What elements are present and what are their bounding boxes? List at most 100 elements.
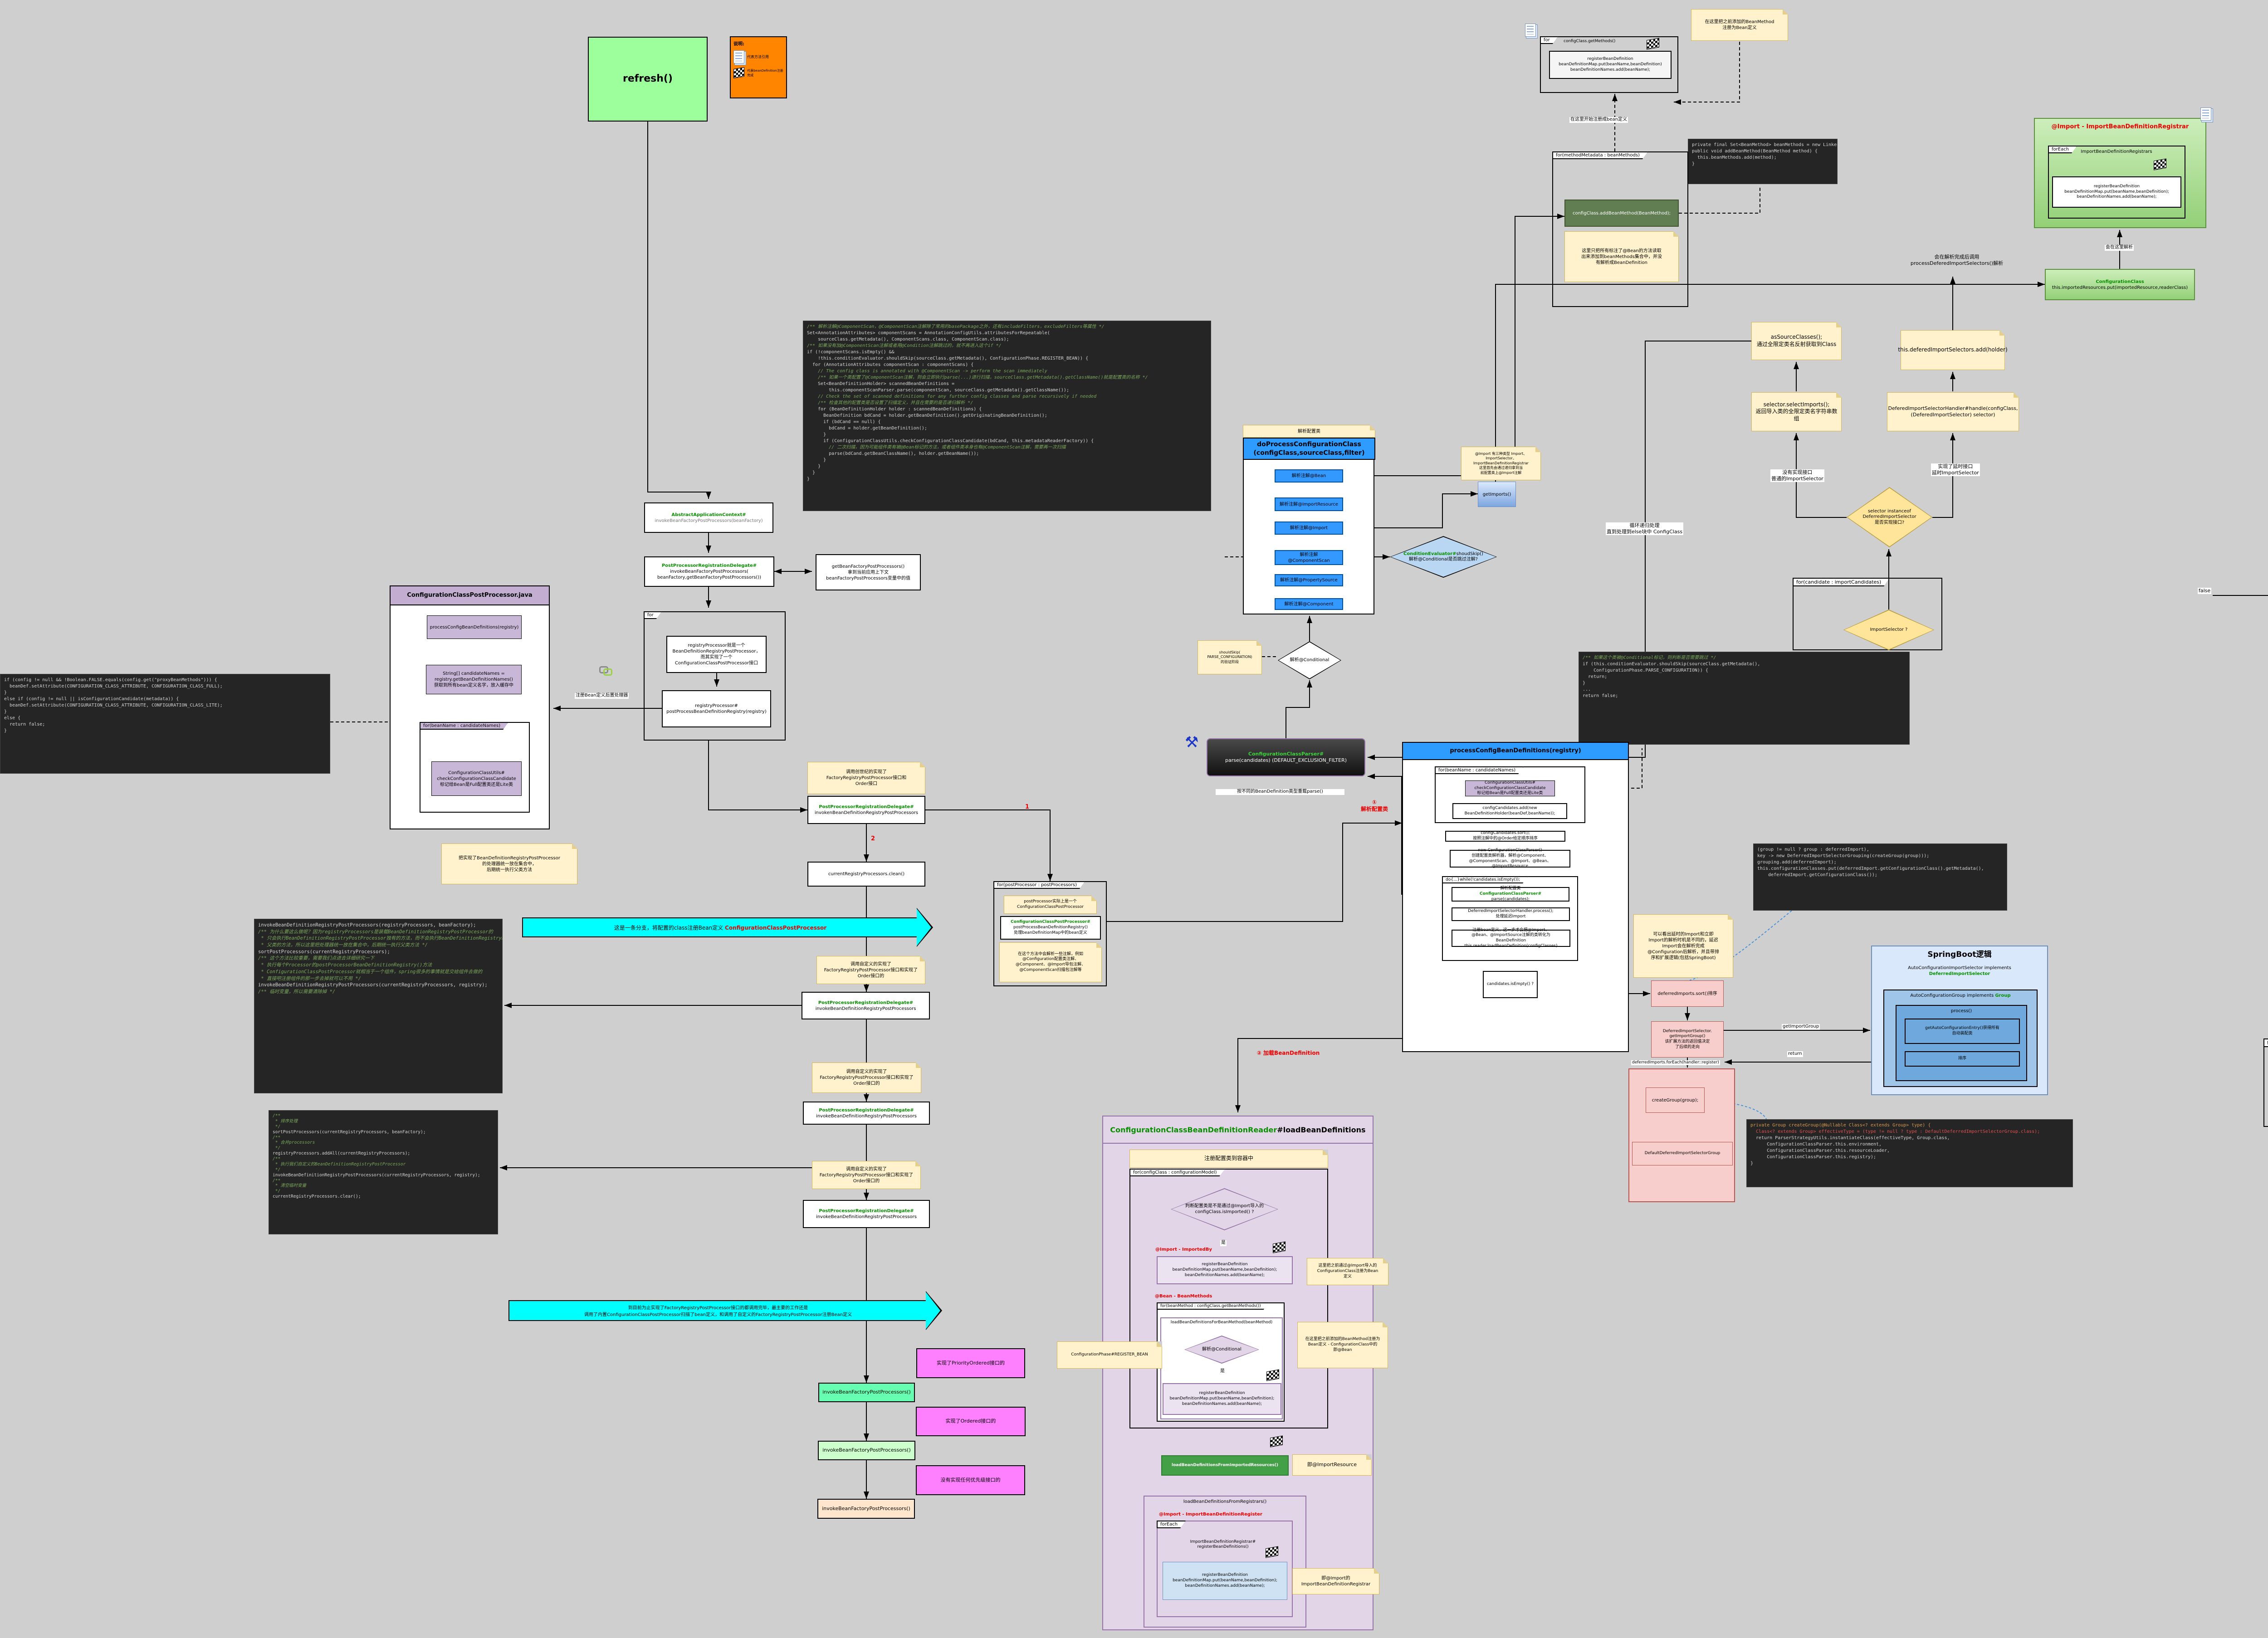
legend[interactable]: 说明: 代表方法引用 代表beanDefinition注册完成 — [730, 36, 787, 98]
load-from-imported-resources-node[interactable]: loadBeanDefinitionsFromImportedResources… — [1161, 1455, 1289, 1476]
parse-component-node[interactable]: 解析注解@Component — [1275, 598, 1343, 610]
reader-register-bean-node[interactable]: registerBeanDefinition beanDefinitionMap… — [1163, 1383, 1281, 1415]
procbd-check-node[interactable]: ConfigurationClassUtils# checkConfigurat… — [1465, 780, 1555, 796]
load-from-registrars-label: loadBeanDefinitionsFromRegistrars() — [1183, 1499, 1267, 1504]
load-from-registrars-group[interactable]: loadBeanDefinitionsFromRegistrars() — [1144, 1496, 1306, 1628]
condition-evaluator-diamond[interactable]: ConditionEvaluator#shoudSkip() 解析@Condit… — [1390, 536, 1497, 578]
procbd-sort-node[interactable]: configCandidates.sort(); 按照注解中的@Order给定顺… — [1445, 831, 1565, 842]
register-bean-phase-note: ConfigurationPhase#REGISTER_BEAN — [1057, 1341, 1162, 1369]
custom-note-3[interactable]: 调用自定义的实现了 FactoryRegistryPostProcessor接口… — [812, 1161, 921, 1189]
getimportgroup-node[interactable]: DeferredImportSelector. getImportGroup()… — [1651, 1021, 1724, 1058]
registrar-register-bd-node-2[interactable]: registerBeanDefinition beanDefinitionMap… — [1163, 1562, 1287, 1600]
postprocessor-note[interactable]: postProcessor实际上是一个 ConfigurationClassPo… — [1004, 896, 1097, 914]
import-types-note[interactable]: @Import 有三种类型 Import、 ImportSelector、 Im… — [1461, 447, 1541, 480]
for-methodmetadata-tab: for(methodMetadata : beanMethods) — [1552, 151, 1648, 159]
sort-bar-node[interactable]: 排序 — [1905, 1051, 2020, 1067]
refresh-node[interactable]: refresh() — [588, 37, 708, 122]
check-candidate-node[interactable]: ConfigurationClassUtils# checkConfigurat… — [431, 761, 522, 796]
parse-importresource-node[interactable]: 解析注解@ImportResource — [1275, 497, 1343, 511]
for-importcandidates-group[interactable]: for(candidate : importCandidates) — [1793, 578, 1942, 650]
shouldskip-note[interactable]: shouldSkip( PARSE_CONFIGURATION) 的验证阶段 — [1198, 640, 1262, 674]
reader-for1-tab: for(configClass : configurationModel) — [1129, 1169, 1225, 1176]
for-getmethods-group[interactable]: for configClass.getMethods() — [1540, 36, 1678, 93]
procbd-add-node[interactable]: configCandidates.add(new BeanDefinitionH… — [1452, 803, 1567, 819]
process-box[interactable]: process() getAutoConfigurationEntry()获得所… — [1896, 1005, 2027, 1081]
pprd4-node[interactable]: PostProcessorRegistrationDelegate#invoke… — [803, 1200, 930, 1228]
post-process-bdr-node[interactable]: registryProcessor# postProcessBeanDefini… — [662, 690, 771, 727]
abstract-application-context-node[interactable]: AbstractApplicationContext#invokeBeanFac… — [644, 502, 773, 533]
procbd-deferred-node[interactable]: DeferredImportSelectorHandler.process();… — [1452, 907, 1570, 921]
grouping-code[interactable]: (group != null ? group : deferredImport)… — [1753, 843, 2007, 911]
getimports-node[interactable]: getImports() — [1478, 482, 1516, 507]
assourceclasses-node[interactable]: asSourceClasses(); 通过全限定类名反射获取到Class — [1751, 322, 1842, 360]
default-group-node[interactable]: DefaultDeferredImportSelectorGroup — [1632, 1142, 1733, 1165]
ccpp-postprocess-node[interactable]: ConfigurationClassPostProcessor#postProc… — [1000, 916, 1101, 940]
conditional-diamond[interactable]: 解析@Conditional — [1278, 641, 1341, 679]
why-code[interactable]: invokeBeanDefinitionRegistryPostProcesso… — [254, 919, 503, 1093]
get-bfpp-node[interactable]: getBeanFactoryPostProcessors() 拿到当前应用上下文… — [816, 554, 921, 590]
autoconfiguration-group-title: AutoConfigurationGroup implements Group — [1910, 993, 2011, 998]
deferred-timing-note[interactable]: 可以看出延时的Import和立即 Import的解析时机是不同的，延迟 Impo… — [1633, 914, 1733, 978]
autoconfiguration-group-box[interactable]: AutoConfigurationGroup implements Group … — [1883, 990, 2038, 1087]
registrar-register-bd-node[interactable]: registerBeanDefinition beanDefinitionMap… — [2052, 176, 2181, 208]
addbeanmethod-code[interactable]: private final Set<BeanMethod> beanMethod… — [1688, 139, 1838, 184]
parse-propertysource-node[interactable]: 解析注解@PropertySource — [1275, 574, 1343, 586]
process-config-bd-node[interactable]: processConfigBeanDefinitions(registry) — [427, 615, 522, 639]
for-candidate-group[interactable]: for(candidate : importCandidates) — [2263, 1038, 2268, 1127]
springboot-logic-panel[interactable]: SpringBoot逻辑 AutoConfigurationImportSele… — [1871, 946, 2048, 1095]
componentscan-code[interactable]: /** 解析注解@ComponentScan，@ComponentScan注解除… — [803, 321, 1211, 511]
procbd-parser-node[interactable]: new ConfigurationClassParser() 创建配置类解析器，… — [1450, 848, 1570, 868]
pprd1-node[interactable]: PostProcessorRegistrationDelegate#invoke… — [807, 796, 925, 824]
parse-bean-node[interactable]: 解析注解@Bean — [1275, 469, 1343, 483]
check-candidate-code[interactable]: if (config != null && !Boolean.FALSE.equ… — [0, 674, 330, 774]
genesis-note[interactable]: 调用创世纪的实现了 FactoryRegistryPostProcessor接口… — [807, 762, 925, 794]
reader-register-import-node[interactable]: registerBeanDefinition beanDefinitionMap… — [1157, 1256, 1293, 1284]
addbeanmethod-node[interactable]: configClass.addBeanMethod(BeanMethod); — [1564, 200, 1679, 227]
collect-processors-note[interactable]: 把实现了BeanDefinitionRegistryPostProcessor … — [441, 843, 577, 884]
pprd3-node[interactable]: PostProcessorRegistrationDelegate#invoke… — [803, 1102, 930, 1125]
for-registry-processors-group[interactable]: for — [644, 611, 786, 741]
candidate-names-node[interactable]: String[] candidateNames = registry.getBe… — [426, 665, 522, 694]
import-registrar-panel[interactable]: @Import - ImportBeanDefinitionRegistrar … — [2034, 118, 2206, 228]
invoke-bfpp-rest-node[interactable]: invokeBeanFactoryPostProcessors() — [817, 1499, 915, 1519]
parse-componentscan-node[interactable]: 解析注解 @ComponentScan — [1275, 550, 1343, 565]
for-postprocessor-group[interactable]: for(postProcessor : postProcessors) — [993, 881, 1107, 986]
procbd-register-node[interactable]: 注册bean定义，这一步才会把@Import、 @Bean、@ImportSou… — [1452, 928, 1570, 948]
custom-note-2[interactable]: 调用自定义的实现了 FactoryRegistryPostProcessor接口… — [812, 1063, 921, 1093]
deferredimports-sort-node[interactable]: deferredImports.sort()排序 — [1651, 980, 1724, 1007]
reader-for1-group[interactable]: for(configClass : configurationModel) — [1129, 1169, 1328, 1428]
selectimports-node[interactable]: selector.selectImports(); 返回导入类的全限定类名字符串… — [1751, 392, 1842, 431]
deferred-importselector-diamond[interactable]: selector instanceof DeferredImportSelect… — [1847, 487, 1932, 547]
for-methodmetadata-group[interactable]: for(methodMetadata : beanMethods) — [1552, 151, 1688, 307]
candidates-empty-node[interactable]: candidates.isEmpty() ? — [1483, 971, 1538, 998]
parse-import-node[interactable]: 解析注解@Import — [1275, 522, 1343, 535]
register-bd-top-node[interactable]: registerBeanDefinition beanDefinitionMap… — [1549, 51, 1672, 79]
clean-node[interactable]: currentRegistryProcessors.clean() — [807, 862, 925, 887]
plain-importselector-label: 没有实现接口 普通的ImportSelector — [1770, 469, 1824, 482]
registrar-foreach2-tab: forEach — [1157, 1521, 1186, 1528]
for-beanname-group[interactable]: for(beanName : candidateNames) — [420, 722, 530, 813]
invoke-bfpp-priority-node[interactable]: invokeBeanFactoryPostProcessors() — [818, 1383, 915, 1402]
annotations-note[interactable]: 在这个方法中会解析一些注解，例如 @Configuration配置类注解、 @C… — [999, 942, 1102, 982]
creategroup-node[interactable]: createGroup(group); — [1646, 1087, 1705, 1113]
pprd-invoke-node[interactable]: PostProcessorRegistrationDelegate#invoke… — [644, 556, 774, 587]
pprd2-node[interactable]: PostProcessorRegistrationDelegate#invoke… — [802, 992, 930, 1019]
registry-processor-note-node[interactable]: registryProcessor就是一个 BeanDefinitionRegi… — [666, 636, 767, 673]
add-holder-node[interactable]: this.deferedImportSelectors.add(holder) — [1898, 330, 2008, 370]
creategroup-code[interactable]: private Group createGroup(@Nullable Clas… — [1746, 1119, 2073, 1187]
parser-parse-node[interactable]: ConfigurationClassParser#parse(candidate… — [1207, 738, 1365, 776]
deferred-handler-node[interactable]: DeferedImportSelectorHandler#handle(conf… — [1887, 392, 2019, 431]
addbeanmethod-note[interactable]: 这里只把所有标注了@Bean的方法读取 出来添加到beanMethods集合中，… — [1564, 231, 1679, 282]
registrar-foreach-group[interactable]: forEach ImportBeanDefinitionRegistrars — [2048, 146, 2185, 219]
procbd-dowhile-group[interactable]: do{...}while(!candidates.isEmpty()); — [1442, 876, 1578, 961]
sort-code[interactable]: /** * 排序处理 */ sortPostProcessors(current… — [269, 1110, 498, 1234]
invoke-bfpp-ordered-node[interactable]: invokeBeanFactoryPostProcessors() — [818, 1441, 915, 1460]
get-autoconfiguration-entry-node[interactable]: getAutoConfigurationEntry()获得所有 自动装配类 — [1905, 1019, 2020, 1044]
procbd-for-group[interactable]: for(beanName : candidateNames) — [1435, 766, 1585, 823]
beanmethod-register-note[interactable]: 在这里把之前添加的BeanMethod 注册为Bean定义 — [1691, 9, 1788, 41]
custom-note-1[interactable]: 调用自定义的实现了 FactoryRegistryPostProcessor接口… — [816, 956, 925, 984]
shouldskip-code[interactable]: /** 如果这个类被@Conditional标记，则判断是否需要跳过 */ if… — [1579, 652, 1910, 745]
